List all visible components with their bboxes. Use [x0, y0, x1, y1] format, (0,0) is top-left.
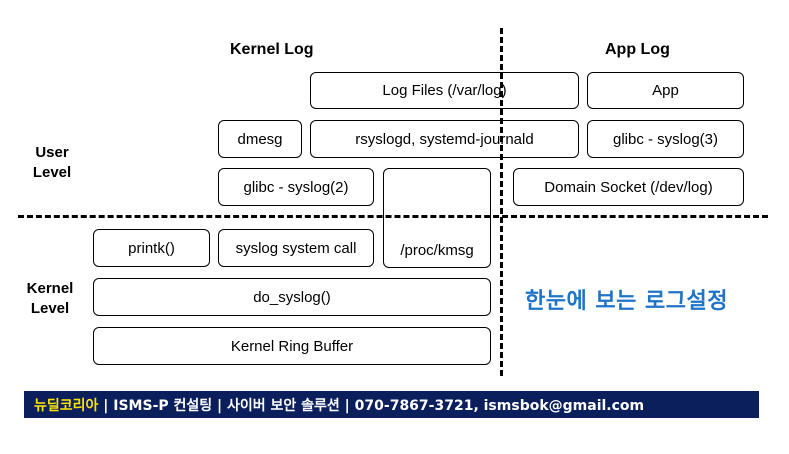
app-log-header: App Log [605, 41, 670, 58]
user-kernel-divider [18, 215, 768, 218]
rsyslogd-box: rsyslogd, systemd-journald [310, 120, 579, 158]
printk-box: printk() [93, 229, 210, 267]
app-box: App [587, 72, 744, 109]
kernel-ring-buffer-label: Kernel Ring Buffer [230, 337, 354, 355]
glibc-syslog3-label: glibc - syslog(3) [612, 130, 719, 148]
domain-socket-label: Domain Socket (/dev/log) [544, 178, 713, 196]
user-level-line2: Level [32, 164, 72, 181]
app-label: App [652, 82, 679, 99]
kernel-level-label: Kernel Level [20, 279, 80, 319]
syslog-system-call-box: syslog system call [218, 229, 374, 267]
user-level-line1: User [35, 144, 69, 161]
kernel-level-line2: Level [30, 300, 70, 317]
footer-banner: 뉴딜코리아 | ISMS-P 컨설팅 | 사이버 보안 솔루션 | 070-78… [24, 391, 759, 418]
log-files-box: Log Files (/var/log) [310, 72, 579, 109]
kernel-ring-buffer-box: Kernel Ring Buffer [93, 327, 491, 365]
glibc-syslog2-label: glibc - syslog(2) [243, 178, 349, 196]
do-syslog-box: do_syslog() [93, 278, 491, 316]
syslog-system-call-label: syslog system call [235, 239, 357, 257]
footer-contact: | ISMS-P 컨설팅 | 사이버 보안 솔루션 | 070-7867-372… [98, 397, 645, 414]
proc-kmsg-box: /proc/kmsg [383, 168, 491, 268]
domain-socket-box: Domain Socket (/dev/log) [513, 168, 744, 206]
proc-kmsg-label: /proc/kmsg [400, 242, 474, 259]
dmesg-box: dmesg [218, 120, 302, 158]
glibc-syslog2-box: glibc - syslog(2) [218, 168, 374, 206]
log-files-label: Log Files (/var/log) [382, 82, 507, 99]
kernel-app-divider [500, 28, 503, 376]
kernel-log-header: Kernel Log [230, 41, 314, 58]
footer-brand: 뉴딜코리아 [34, 397, 99, 414]
printk-label: printk() [128, 239, 175, 257]
dmesg-label: dmesg [237, 130, 283, 148]
glibc-syslog3-box: glibc - syslog(3) [587, 120, 744, 158]
rsyslogd-label: rsyslogd, systemd-journald [355, 130, 534, 148]
kernel-level-line1: Kernel [26, 280, 74, 297]
user-level-label: User Level [22, 143, 82, 183]
do-syslog-label: do_syslog() [253, 288, 331, 306]
tagline: 한눈에 보는 로그설정 [525, 289, 728, 314]
